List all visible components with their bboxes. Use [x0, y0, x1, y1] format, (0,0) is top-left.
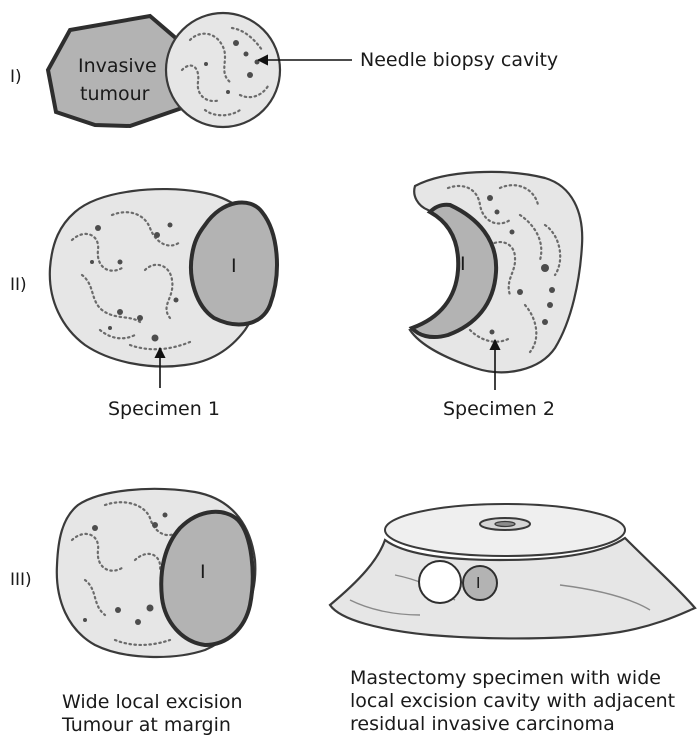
needle-biopsy-label: Needle biopsy cavity [360, 49, 558, 71]
mastectomy-specimen-shape [330, 504, 695, 638]
row-label-2: II) [10, 275, 27, 295]
residual-tumour-mark: I [476, 574, 480, 592]
wle-caption-line2: Tumour at margin [61, 714, 231, 736]
specimen-1-tumour-mark: I [231, 255, 237, 277]
excision-cavity [419, 561, 461, 603]
mastectomy-caption-line3: residual invasive carcinoma [350, 713, 615, 735]
margin-tumour-mark: I [200, 561, 206, 583]
mastectomy-caption-line2: local excision cavity with adjacent [350, 690, 675, 712]
specimen-1-label: Specimen 1 [108, 398, 220, 420]
margin-tumour [161, 512, 252, 645]
mastectomy-caption-line1: Mastectomy specimen with wide [350, 667, 661, 689]
biopsy-cavity-circle [166, 13, 280, 127]
specimen-2-label: Specimen 2 [443, 398, 555, 420]
invasive-tumour-label-line2: tumour [80, 83, 150, 105]
specimen-2-tumour-mark: I [460, 253, 466, 275]
wle-caption-line1: Wide local excision [62, 691, 243, 713]
invasive-tumour-label-line1: Invasive [78, 55, 157, 77]
row-label-1: I) [10, 67, 22, 87]
row-label-3: III) [10, 570, 32, 590]
